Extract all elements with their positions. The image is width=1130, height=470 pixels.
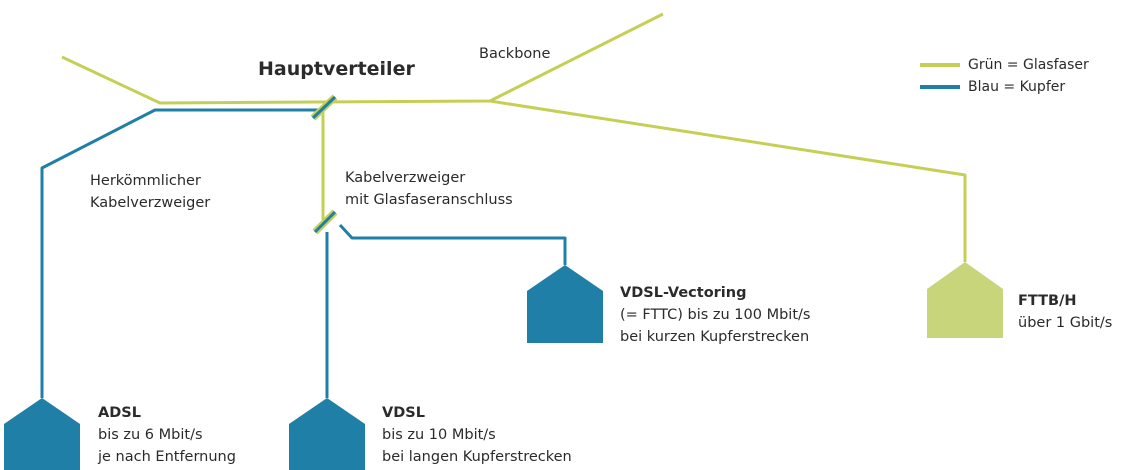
vdsl-line-1: bis zu 10 Mbit/s	[382, 427, 496, 443]
legend-swatch-fiber	[920, 63, 960, 67]
ftth-line-1: über 1 Gbit/s	[1018, 315, 1113, 331]
house-vdsl-icon	[289, 398, 365, 470]
legend-label-fiber: Grün = Glasfaser	[968, 57, 1089, 73]
ftth-title: FTTB/H	[1018, 293, 1077, 309]
house-vectoring-icon	[527, 265, 603, 343]
legend-item-fiber: Grün = Glasfaser	[920, 57, 1089, 73]
house-ftth-icon	[927, 262, 1003, 338]
cabinet-marker	[312, 209, 338, 235]
adsl-title: ADSL	[98, 405, 141, 421]
vectoring-line-1: (= FTTC) bis zu 100 Mbit/s	[620, 307, 811, 323]
adsl-line-2: je nach Entfernung	[98, 449, 236, 465]
copper-line-vectoring	[338, 223, 567, 265]
adsl-line-1: bis zu 6 Mbit/s	[98, 427, 203, 443]
house-adsl-icon	[4, 398, 80, 470]
cabinet-fiber-label-1: Kabelverzweiger	[345, 170, 466, 186]
main-distributor-label: Hauptverteiler	[258, 58, 415, 80]
cabinet-classic-label-1: Herkömmlicher	[90, 173, 201, 189]
legend-swatch-copper	[920, 85, 960, 89]
main-distributor-marker	[310, 94, 338, 121]
vectoring-title: VDSL-Vectoring	[620, 285, 747, 301]
cabinet-classic-label-2: Kabelverzweiger	[90, 195, 211, 211]
copper-line-adsl	[40, 108, 320, 398]
fiber-line-to-ftth	[489, 99, 967, 262]
legend-item-copper: Blau = Kupfer	[920, 79, 1065, 95]
cabinet-fiber-label-2: mit Glasfaseranschluss	[345, 192, 513, 208]
vdsl-line-2: bei langen Kupferstrecken	[382, 449, 572, 465]
vectoring-line-2: bei kurzen Kupferstrecken	[620, 329, 810, 345]
backbone-label: Backbone	[479, 46, 551, 62]
legend-label-copper: Blau = Kupfer	[968, 79, 1066, 95]
vdsl-title: VDSL	[382, 405, 425, 421]
